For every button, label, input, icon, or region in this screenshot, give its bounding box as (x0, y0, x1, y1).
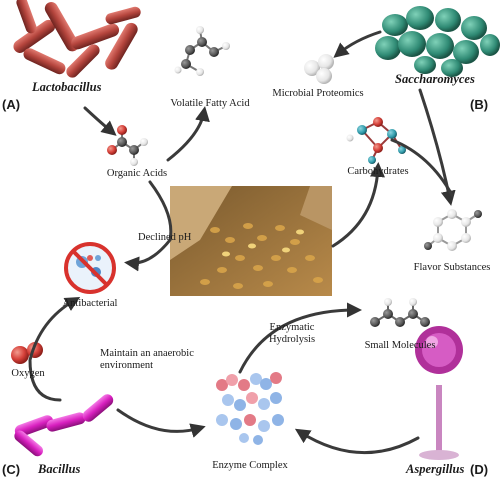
saccharomyces-illustration (375, 6, 500, 77)
label-flavor-substances: Flavor Substances (413, 262, 491, 273)
organism-label-saccharomyces: Saccharomyces (395, 72, 475, 86)
arrow-aspergillus-to-enzyme (294, 428, 420, 455)
label-maintain-anaerobic: Maintain an anaerobic environment (100, 348, 194, 371)
lactobacillus-illustration (13, 0, 141, 78)
label-enzyme-complex: Enzyme Complex (212, 460, 288, 471)
label-oxygen: Oxygen (11, 368, 45, 379)
label-enzymatic-hydrolysis: Enzymatic Hydrolysis (268, 322, 316, 345)
arrow-lacto-to-organic-acids (83, 106, 117, 136)
arrow-enzyme-to-small-molecules (238, 302, 362, 374)
label-volatile-fatty-acid: Volatile Fatty Acid (170, 98, 250, 109)
organism-label-lactobacillus: Lactobacillus (32, 80, 102, 94)
carbohydrates-molecule-icon (346, 117, 406, 164)
panel-label-d: (D) (470, 462, 489, 477)
arrow-organic-to-vfa (166, 106, 210, 162)
grain-photo (170, 186, 332, 296)
label-small-molecules: Small Molecules (364, 340, 436, 351)
aspergillus-illustration (415, 326, 463, 460)
arrow-organic-to-antibacterial (124, 180, 173, 272)
lacto-rod (105, 6, 141, 25)
panel-label-a: (A) (2, 97, 21, 112)
lacto-rod (13, 19, 56, 53)
lacto-rod (71, 23, 120, 50)
lacto-rod (44, 1, 79, 52)
organism-label-bacillus: Bacillus (38, 462, 81, 476)
microbial-proteomics-icon (304, 54, 334, 84)
label-declined-ph: Declined pH (138, 232, 192, 243)
lacto-rod (105, 22, 138, 70)
lacto-rod (23, 48, 66, 75)
organism-label-aspergillus: Aspergillus (406, 462, 465, 476)
arrow-bacillus-to-antibacterial (28, 297, 81, 402)
arrow-grain-to-carbo (331, 162, 385, 248)
label-organic-acids: Organic Acids (106, 168, 168, 179)
small-molecules-icon (370, 298, 430, 327)
lacto-rod (66, 44, 100, 78)
label-microbial-proteomics: Microbial Proteomics (272, 88, 364, 99)
arrow-bacillus-to-enzyme (116, 408, 206, 438)
panel-label-c: (C) (2, 462, 21, 477)
volatile-fatty-acid-molecule-icon (174, 26, 230, 76)
panel-label-b: (B) (470, 97, 489, 112)
flavor-substances-molecule-icon (424, 209, 482, 251)
label-antibacterial: Antibacterial (62, 298, 118, 309)
lacto-rod (16, 0, 37, 34)
arrow-sacch-to-proteomics (333, 30, 382, 58)
bacillus-illustration (14, 394, 114, 457)
flow-arrows (28, 30, 456, 455)
antibacterial-prohibition-icon (64, 242, 116, 294)
arrow-carbo-to-flavor (390, 138, 454, 197)
label-carbohydrates: Carbohydrates (347, 166, 409, 177)
organic-acids-molecule-icon (107, 125, 148, 166)
enzyme-complex-protein-icon (216, 372, 284, 445)
oxygen-molecule-icon (11, 342, 43, 364)
